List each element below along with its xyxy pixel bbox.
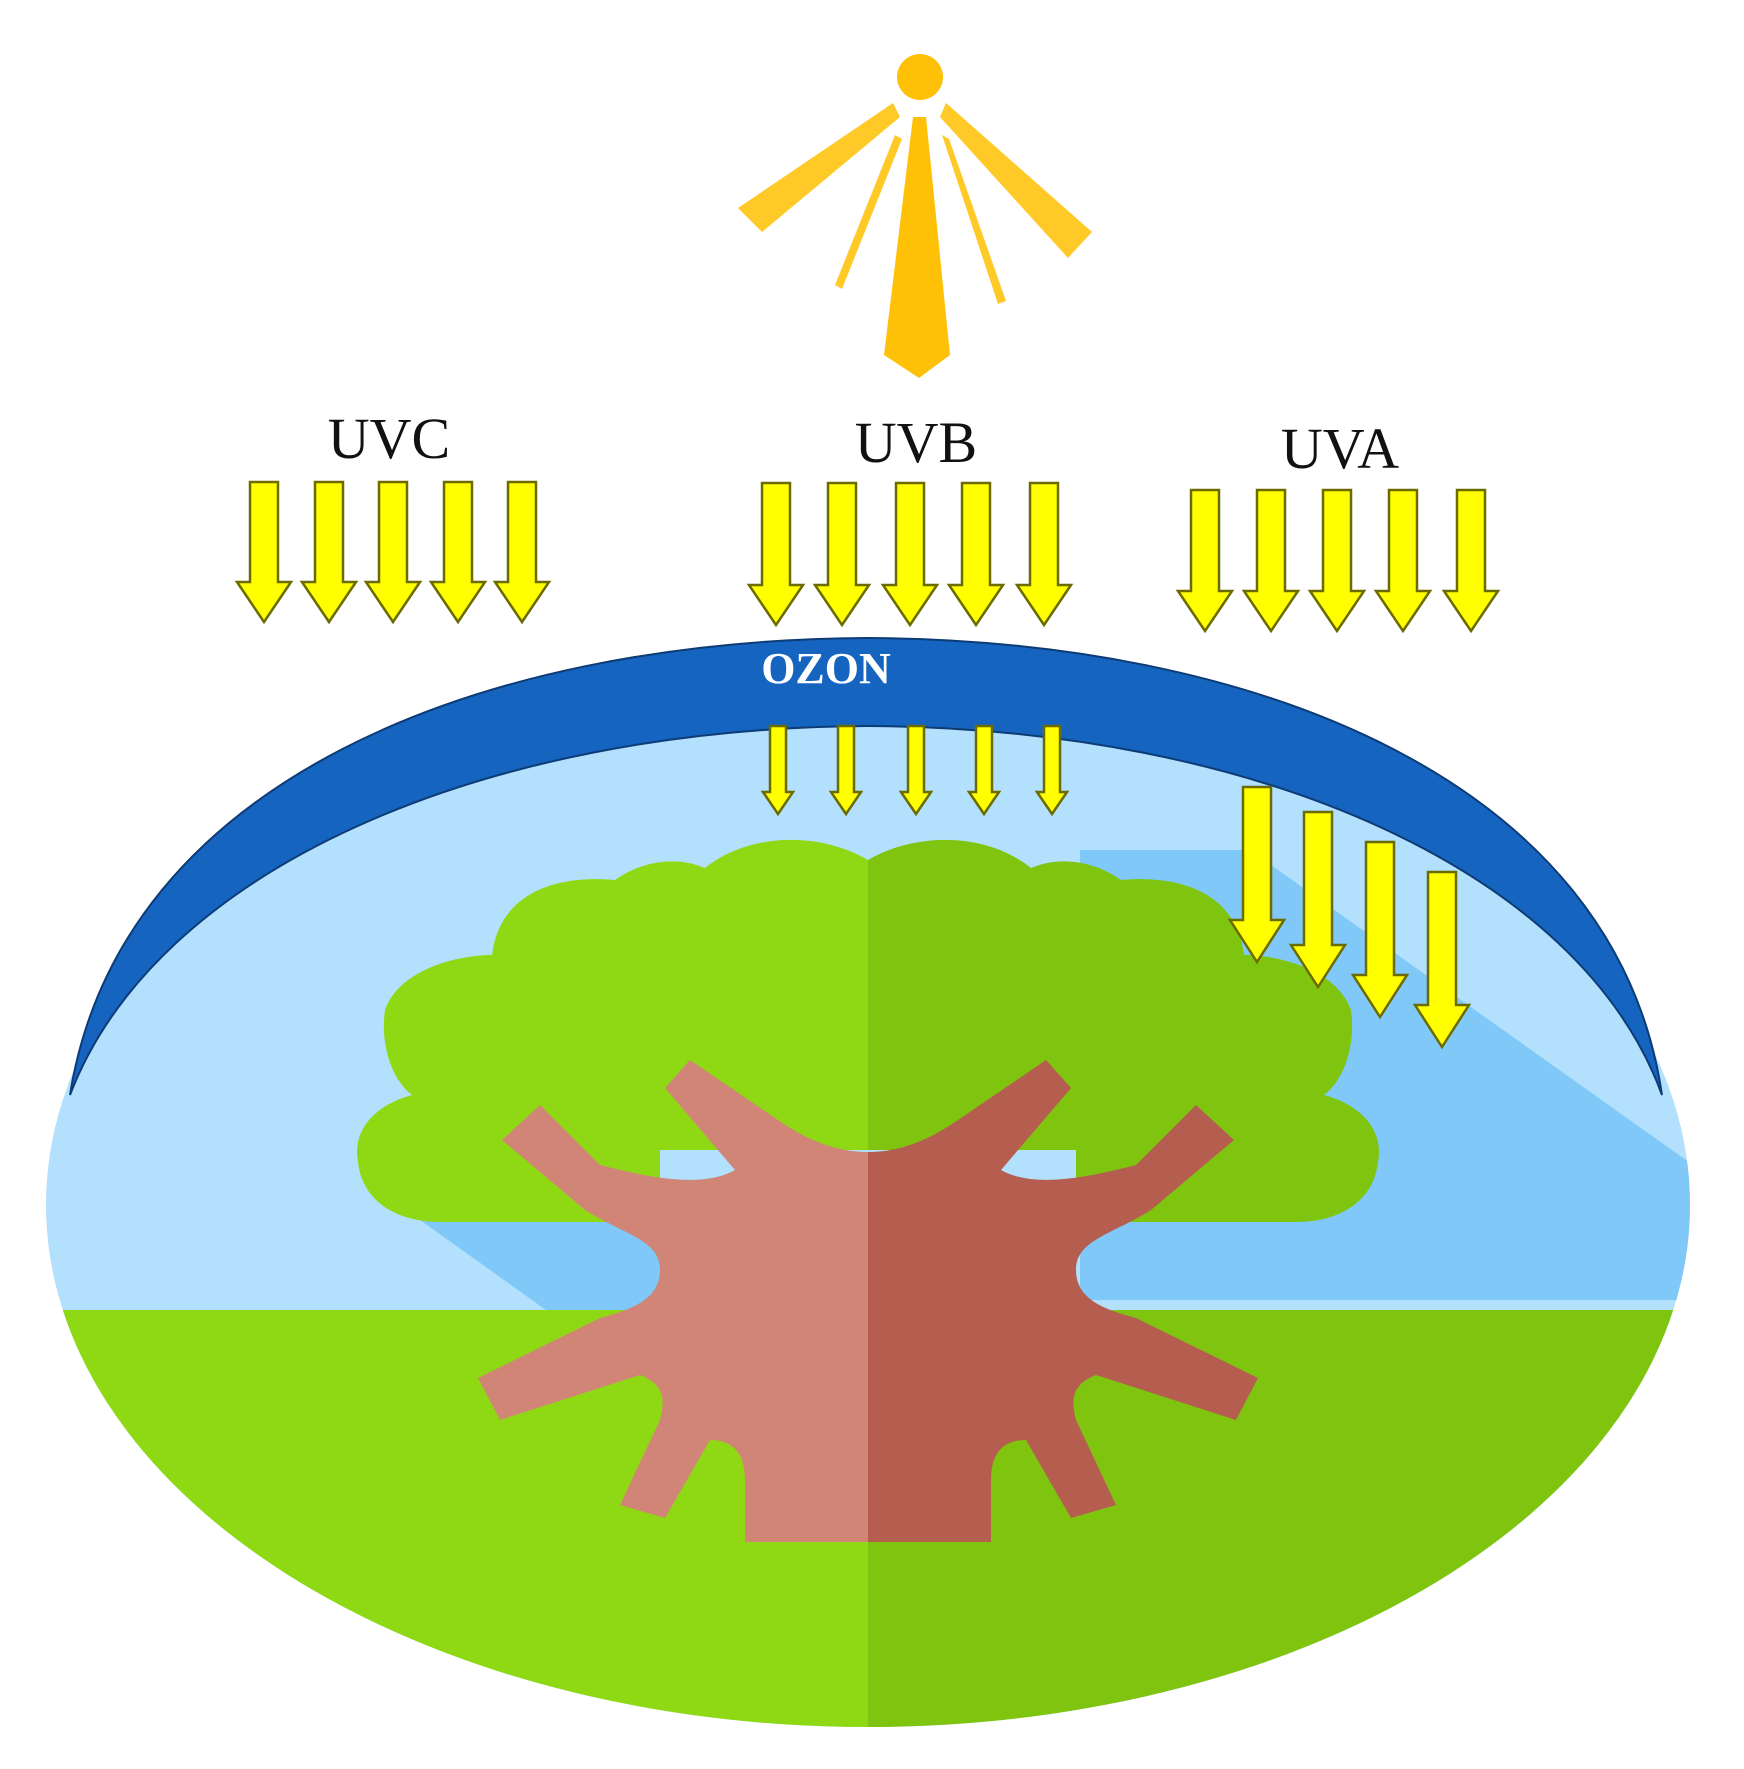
uvc-arrow	[299, 480, 359, 625]
uvb-label: UVB	[855, 410, 977, 475]
sun-icon	[738, 54, 1092, 378]
uvb-arrow	[1014, 481, 1074, 628]
uva-transmitted-arrow	[1227, 785, 1287, 965]
ozone-label: OZON	[761, 644, 891, 693]
uvc-arrow	[363, 480, 423, 625]
uva-transmitted-arrow	[1350, 840, 1410, 1020]
uva-arrow	[1241, 488, 1301, 634]
uva-arrow	[1441, 488, 1501, 634]
uvb-arrow	[746, 481, 806, 628]
uvc-arrow	[428, 480, 488, 625]
uvb-transmitted-arrow	[1034, 724, 1070, 817]
uva-arrow	[1175, 488, 1235, 634]
uvb-arrow	[880, 481, 940, 628]
uvb-transmitted-arrow	[898, 724, 934, 817]
uvb-transmitted-arrow	[966, 724, 1002, 817]
uvb-transmitted-arrow	[760, 724, 796, 817]
uvc-arrow	[492, 480, 552, 625]
uvb-arrow	[946, 481, 1006, 628]
uva-transmitted-arrow	[1288, 810, 1348, 990]
uva-label: UVA	[1281, 416, 1399, 481]
tree-icon	[357, 839, 1379, 1542]
trunk-left	[478, 1060, 868, 1542]
tree-shadow-left	[420, 1220, 660, 1320]
trunk-right	[868, 1060, 1258, 1542]
uva-arrow	[1373, 488, 1433, 634]
uva-transmitted-arrow	[1412, 870, 1472, 1050]
uvb-transmitted-arrow	[828, 724, 864, 817]
uvc-arrow	[234, 480, 294, 625]
uv-arrows	[234, 480, 1501, 1050]
earth-scene	[46, 683, 1690, 1727]
uvb-arrow	[812, 481, 872, 628]
uvc-label: UVC	[328, 406, 450, 471]
uva-arrow	[1307, 488, 1367, 634]
ozone-layer	[69, 636, 1663, 1096]
